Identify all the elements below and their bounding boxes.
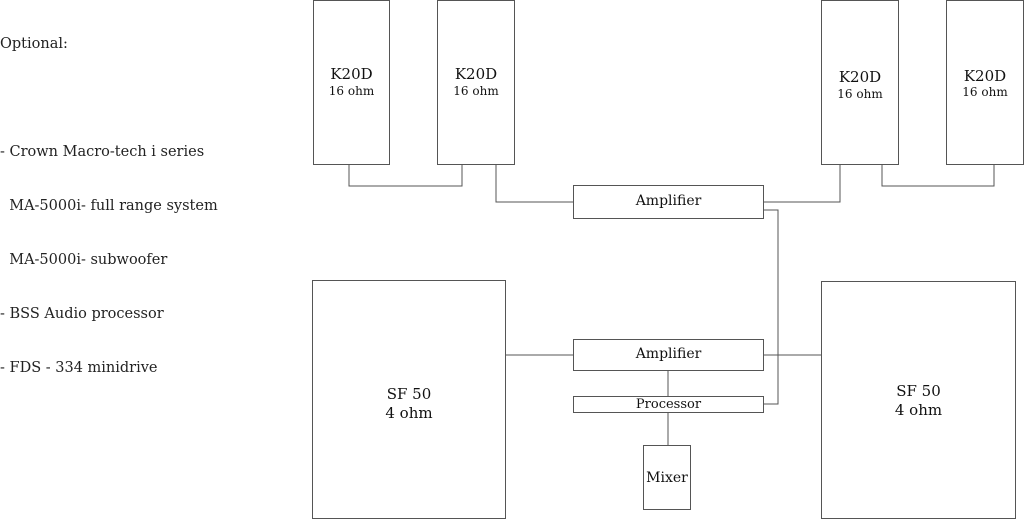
processor-label: Processor <box>635 397 702 412</box>
subwoofer-impedance: 4 ohm <box>385 404 433 422</box>
speaker-k20d-1: K20D 16 ohm <box>313 0 390 165</box>
notes-heading: Optional: <box>0 36 68 52</box>
amplifier-label: Amplifier <box>635 193 702 209</box>
notes-line: - FDS - 334 minidrive <box>0 360 158 376</box>
notes-line <box>0 89 218 107</box>
speaker-k20d-4: K20D 16 ohm <box>946 0 1024 165</box>
subwoofer-sf50-left: SF 50 4 ohm <box>312 280 506 519</box>
amplifier-top: Amplifier <box>573 185 764 219</box>
wire-amp-top-speaker3 <box>763 164 841 203</box>
processor: Processor <box>573 396 764 413</box>
speaker-model: K20D <box>454 65 498 83</box>
subwoofer-model: SF 50 <box>386 385 432 403</box>
wire-amp-top-processor <box>763 209 779 405</box>
notes-line: - BSS Audio processor <box>0 306 164 322</box>
speaker-impedance: 16 ohm <box>328 84 375 98</box>
amplifier-label: Amplifier <box>635 346 702 362</box>
wire-speaker3-speaker4 <box>881 164 995 187</box>
mixer: Mixer <box>643 445 691 510</box>
speaker-impedance: 16 ohm <box>962 85 1008 99</box>
speaker-impedance: 16 ohm <box>837 87 883 101</box>
mixer-label: Mixer <box>646 470 688 486</box>
amplifier-bottom: Amplifier <box>573 339 764 371</box>
subwoofer-model: SF 50 <box>896 382 941 400</box>
wire-speaker1-speaker2 <box>348 164 463 187</box>
optional-notes: Optional: - Crown Macro-tech i series MA… <box>0 0 218 413</box>
speaker-model: K20D <box>330 65 373 83</box>
notes-line: MA-5000i- subwoofer <box>0 252 168 268</box>
notes-line: - Crown Macro-tech i series <box>0 144 205 160</box>
notes-line: MA-5000i- full range system <box>0 198 218 214</box>
speaker-model: K20D <box>963 67 1007 85</box>
subwoofer-impedance: 4 ohm <box>894 401 943 419</box>
speaker-k20d-3: K20D 16 ohm <box>821 0 899 165</box>
subwoofer-sf50-right: SF 50 4 ohm <box>821 281 1016 519</box>
speaker-k20d-2: K20D 16 ohm <box>437 0 515 165</box>
speaker-impedance: 16 ohm <box>453 84 499 98</box>
speaker-model: K20D <box>838 68 882 86</box>
wire-speaker2-amp-top <box>495 164 574 203</box>
